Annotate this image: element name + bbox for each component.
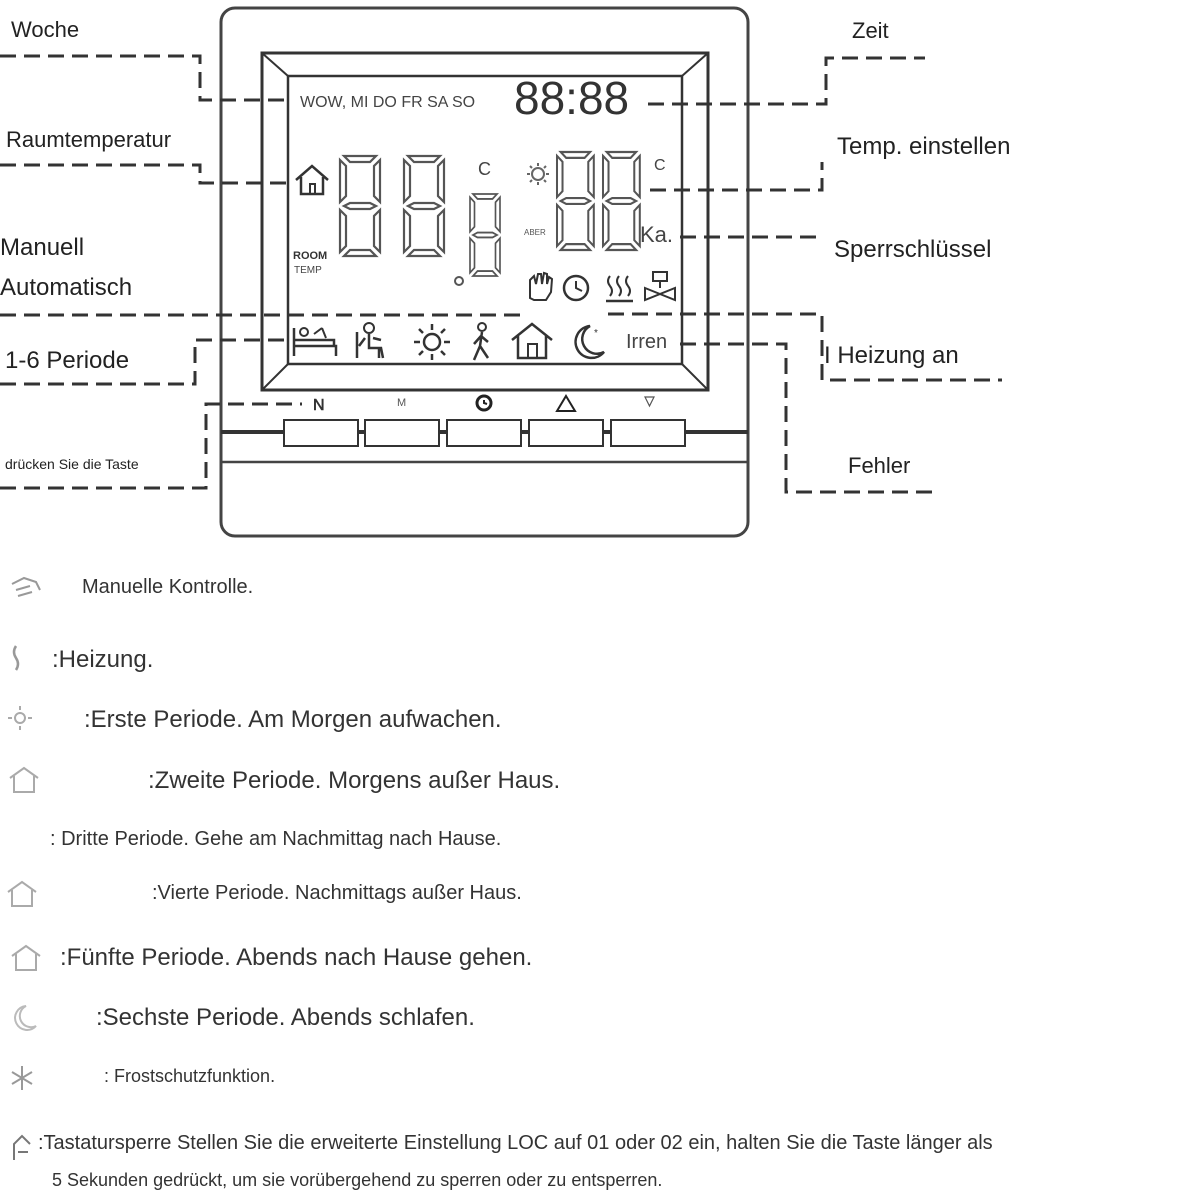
legend-text: Manuelle Kontrolle. xyxy=(82,576,254,598)
legend-text: : Dritte Periode. Gehe am Nachmittag nac… xyxy=(50,828,502,850)
callout-automatic: Automatisch xyxy=(0,274,133,301)
hand-icon xyxy=(529,271,554,301)
callout-heating-on: I Heizung an xyxy=(824,342,959,369)
weekday-row: WOW, MI DO FR SA SO xyxy=(300,94,475,111)
lcd-screen xyxy=(260,51,710,392)
legend-text: : Frostschutzfunktion. xyxy=(104,1066,276,1086)
temp-label: TEMP xyxy=(294,265,322,276)
moon-icon: * xyxy=(574,324,605,360)
lock-text: Ka. xyxy=(640,222,673,247)
lock-icon xyxy=(13,1134,31,1160)
footnote-line-2: 5 Sekunden gedrückt, um sie vorübergehen… xyxy=(52,1170,663,1190)
gear-icon xyxy=(527,163,549,185)
sun-icon xyxy=(8,706,32,730)
down-triangle-icon xyxy=(644,396,655,408)
set-unit: C xyxy=(654,157,666,174)
svg-text:*: * xyxy=(594,328,598,339)
heating-icon xyxy=(606,275,633,303)
room-label: ROOM xyxy=(293,250,327,262)
callout-week: Woche xyxy=(11,17,80,42)
legend-text: :Fünfte Periode. Abends nach Hause gehen… xyxy=(60,944,533,971)
house-icon xyxy=(7,880,37,907)
house-icon xyxy=(9,766,39,793)
callout-time: Zeit xyxy=(852,18,889,43)
house-icon xyxy=(295,164,329,196)
callout-press-button: drücken Sie die Taste xyxy=(5,456,139,472)
clock-icon xyxy=(562,274,590,302)
clock-icon xyxy=(475,394,493,412)
house-icon xyxy=(11,944,41,971)
n-button[interactable] xyxy=(283,419,359,447)
valve-icon xyxy=(644,271,676,302)
footnote-line-1: :Tastatursperre Stellen Sie die erweiter… xyxy=(38,1132,993,1154)
snowflake-icon xyxy=(11,1066,33,1090)
clock-display: 88:88 xyxy=(514,72,629,124)
n-button-label: N xyxy=(313,397,325,414)
moon-icon xyxy=(14,1005,37,1031)
callout-room-temp: Raumtemperatur xyxy=(6,127,172,152)
clock-button[interactable] xyxy=(446,419,522,447)
walking-person-icon xyxy=(472,322,490,361)
up-triangle-icon xyxy=(555,394,577,412)
legend-text: :Zweite Periode. Morgens außer Haus. xyxy=(148,767,561,794)
button-row xyxy=(283,419,686,447)
sun-icon xyxy=(414,324,450,360)
set-temp-digits xyxy=(555,150,641,252)
down-button[interactable] xyxy=(610,419,686,447)
callout-error: Fehler xyxy=(848,453,911,478)
person-sitting-icon xyxy=(355,322,385,359)
callout-set-temp: Temp. einstellen xyxy=(837,133,1011,160)
m-button-label: M xyxy=(397,397,406,409)
sleep-wake-icon xyxy=(292,327,338,356)
m-button[interactable] xyxy=(364,419,440,447)
callout-lock-key: Sperrschlüssel xyxy=(834,236,992,263)
callout-manual: Manuell xyxy=(0,234,85,261)
legend-text: :Erste Periode. Am Morgen aufwachen. xyxy=(84,706,502,733)
legend-text: :Sechste Periode. Abends schlafen. xyxy=(96,1004,475,1031)
aber-label: ABER xyxy=(524,228,546,237)
hand-icon xyxy=(11,576,41,597)
legend-text: :Vierte Periode. Nachmittags außer Haus. xyxy=(152,882,522,904)
room-unit: C xyxy=(478,159,491,179)
heating-icon xyxy=(12,645,20,671)
house-icon xyxy=(511,322,553,360)
up-button[interactable] xyxy=(528,419,604,447)
leader-lines xyxy=(0,54,1002,494)
room-temp-digits xyxy=(338,154,501,286)
legend-text: :Heizung. xyxy=(52,646,154,673)
callout-period: 1-6 Periode xyxy=(5,347,130,374)
thermostat-diagram: WOW, MI DO FR SA SO 88:88 C C ROOM TEMP … xyxy=(0,6,1002,538)
error-text: Irren xyxy=(626,331,667,353)
